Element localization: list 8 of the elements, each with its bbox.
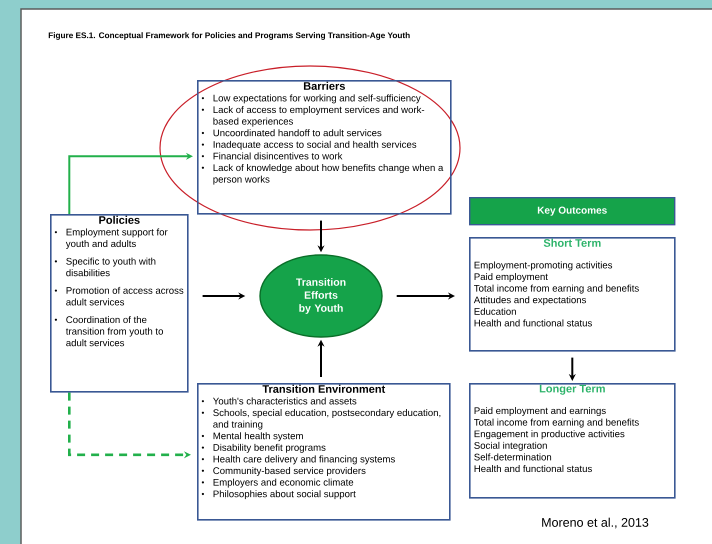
outcomes-banner: Key Outcomes [469, 197, 676, 226]
longer-term-box: Longer Term Paid employment and earnings Total income from earning and benefits Engagement in productive activities Social integration Self-determination Health and functional status [469, 383, 676, 499]
barriers-box: Barriers Low expectations for working and self-sufficiency Lack of access to employment services and work- based experiences Uncoordinated handoff to adult services Inadequate access to social and health services Financial disincentives to work Lack of knowledge about how benefits change when a person works [197, 80, 452, 215]
environment-box: Transition Environment Youth's characteristics and assets Schools, special education, postsecondary education, and training Mental health system Disability benefit programs Health care delivery and financing systems Community-based service providers Employers and economic climate Philosophies about social support [197, 383, 451, 521]
citation: Moreno et al., 2013 [542, 518, 648, 528]
figure-title: Figure ES.1. Conceptual Framework for Policies and Programs Serving Transition-Age Youth [48, 32, 410, 40]
short-term-box: Short Term Employment-promoting activities Paid employment Total income from earning and benefits Attitudes and expectations Education Health and functional status [469, 237, 676, 352]
policies-box: Policies Employment support for youth and adults Specific to youth with disabilities Promotion of access across adult services Coordination of the transition from youth to adult services [50, 214, 189, 393]
